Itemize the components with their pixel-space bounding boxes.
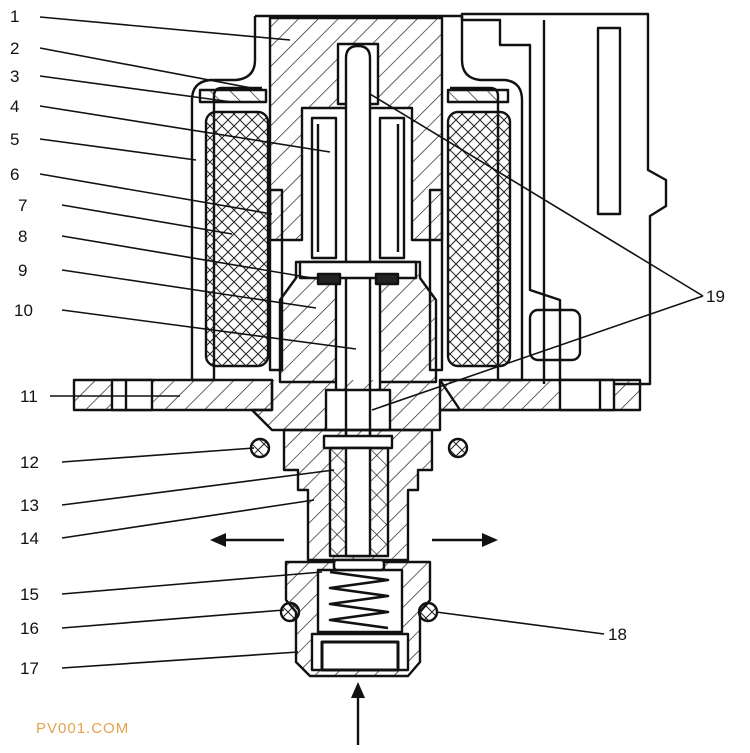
valve-body: [282, 428, 434, 562]
return-spring: [328, 558, 390, 630]
upper-plate-right: [446, 88, 510, 104]
callout-11: 11: [20, 387, 38, 406]
callout-7: 7: [18, 196, 27, 215]
callout-6: 6: [10, 165, 19, 184]
callout-13: 13: [20, 496, 39, 515]
watermark-text: PV001.COM: [36, 720, 129, 737]
callout-2: 2: [10, 39, 19, 58]
coil-winding: [204, 110, 512, 368]
leader-lines: [39, 16, 704, 669]
callout-16: 16: [20, 619, 39, 638]
upper-plate-left: [198, 88, 268, 104]
o-ring-upper-right: [447, 437, 469, 459]
callout-18: 18: [608, 625, 627, 644]
callout-labels: 1 2 3 4 5 6 7 8 9 10 11 12 13 14 15 16 1…: [10, 7, 725, 678]
callout-5: 5: [10, 130, 19, 149]
callout-8: 8: [18, 227, 27, 246]
callout-17: 17: [20, 659, 39, 678]
armature-guide: [310, 116, 406, 260]
callout-15: 15: [20, 585, 39, 604]
callout-1: 1: [10, 7, 19, 26]
arrow-heads: [210, 533, 498, 698]
callout-3: 3: [10, 67, 19, 86]
sleeve-tube-left: [268, 188, 284, 372]
callout-4: 4: [10, 97, 19, 116]
callout-9: 9: [18, 261, 27, 280]
callout-12: 12: [20, 453, 39, 472]
callout-10: 10: [14, 301, 33, 320]
callout-14: 14: [20, 529, 39, 548]
spring-housing: [284, 560, 432, 678]
mounting-flange: [72, 378, 642, 432]
moving-armature: [278, 260, 438, 440]
callout-19: 19: [706, 287, 725, 306]
